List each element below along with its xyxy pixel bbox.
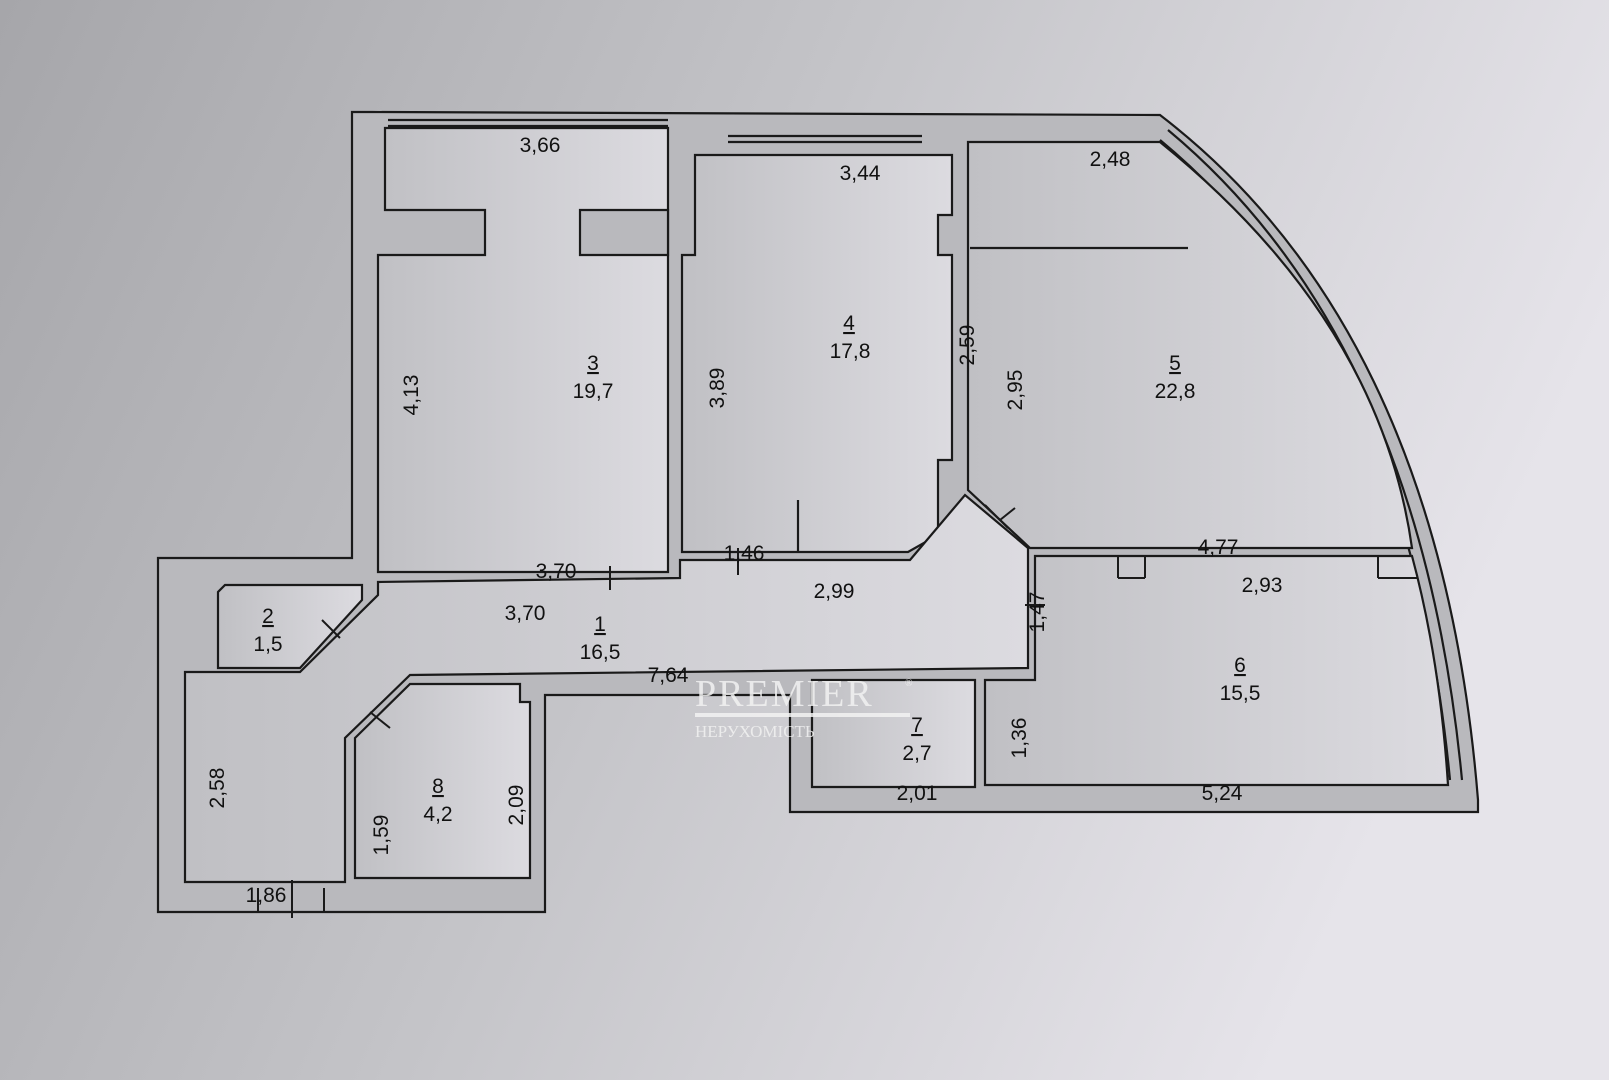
dimension: 3,44 xyxy=(840,162,881,185)
dimension: 2,59 xyxy=(956,325,979,366)
svg-text:НЕРУХОМІСТЬ: НЕРУХОМІСТЬ xyxy=(695,722,815,741)
dimension-labels: 3,66 4,13 3,70 3,70 3,44 3,89 2,59 1,46 … xyxy=(206,134,1282,907)
dimension: 1,86 xyxy=(246,884,287,907)
dimension: 2,09 xyxy=(505,785,528,826)
room-area: 17,8 xyxy=(830,340,871,363)
room-8 xyxy=(353,682,532,880)
dimension: 2,01 xyxy=(897,782,938,805)
room-area: 16,5 xyxy=(580,641,621,664)
room-3-niche xyxy=(578,208,670,257)
room-5 xyxy=(966,140,1414,550)
room-number: 4 xyxy=(843,312,855,335)
svg-text:®: ® xyxy=(905,678,913,689)
dimension: 5,24 xyxy=(1202,782,1243,805)
top-windows xyxy=(388,118,922,144)
room-area: 4,2 xyxy=(423,803,452,826)
room-area: 22,8 xyxy=(1155,380,1196,403)
room-number: 8 xyxy=(432,775,444,798)
dimension: 7,64 xyxy=(648,664,689,687)
room-area: 19,7 xyxy=(573,380,614,403)
dimension: 2,99 xyxy=(814,580,855,603)
room-area: 2,7 xyxy=(902,742,931,765)
room-number: 6 xyxy=(1234,654,1246,677)
room-labels: 3 19,7 4 17,8 5 22,8 2 1,5 1 16,5 6 15,5… xyxy=(253,312,1260,826)
dimension: 2,93 xyxy=(1242,574,1283,597)
dimension: 4,77 xyxy=(1198,536,1239,559)
room-number: 3 xyxy=(587,352,599,375)
dimension: 4,13 xyxy=(400,375,423,416)
room-2 xyxy=(216,583,364,670)
dimension: 3,70 xyxy=(536,560,577,583)
dimension: 2,95 xyxy=(1004,370,1027,411)
dimension: 2,58 xyxy=(206,768,229,809)
dimension: 1,59 xyxy=(370,815,393,856)
room-number: 7 xyxy=(911,714,923,737)
dimension: 3,89 xyxy=(706,368,729,409)
room-area: 15,5 xyxy=(1220,682,1261,705)
dimension: 3,70 xyxy=(505,602,546,625)
room-6 xyxy=(983,554,1450,787)
premier-watermark-logo: PREMIER ® НЕРУХОМІСТЬ xyxy=(695,673,913,741)
room-7 xyxy=(810,678,977,789)
dimension: 1,47 xyxy=(1026,592,1049,633)
dimension: 1,46 xyxy=(724,542,765,565)
room-3 xyxy=(376,126,670,574)
room-4 xyxy=(680,153,954,554)
svg-text:PREMIER: PREMIER xyxy=(695,673,874,715)
room-number: 5 xyxy=(1169,352,1181,375)
door-marks xyxy=(257,504,1418,918)
dimension: 3,66 xyxy=(520,134,561,157)
room-number: 2 xyxy=(262,605,274,628)
room-1-hall xyxy=(183,493,1030,884)
dimension: 2,48 xyxy=(1090,148,1131,171)
room-area: 1,5 xyxy=(253,633,282,656)
room-number: 1 xyxy=(594,613,606,636)
dimension: 1,36 xyxy=(1008,718,1031,759)
